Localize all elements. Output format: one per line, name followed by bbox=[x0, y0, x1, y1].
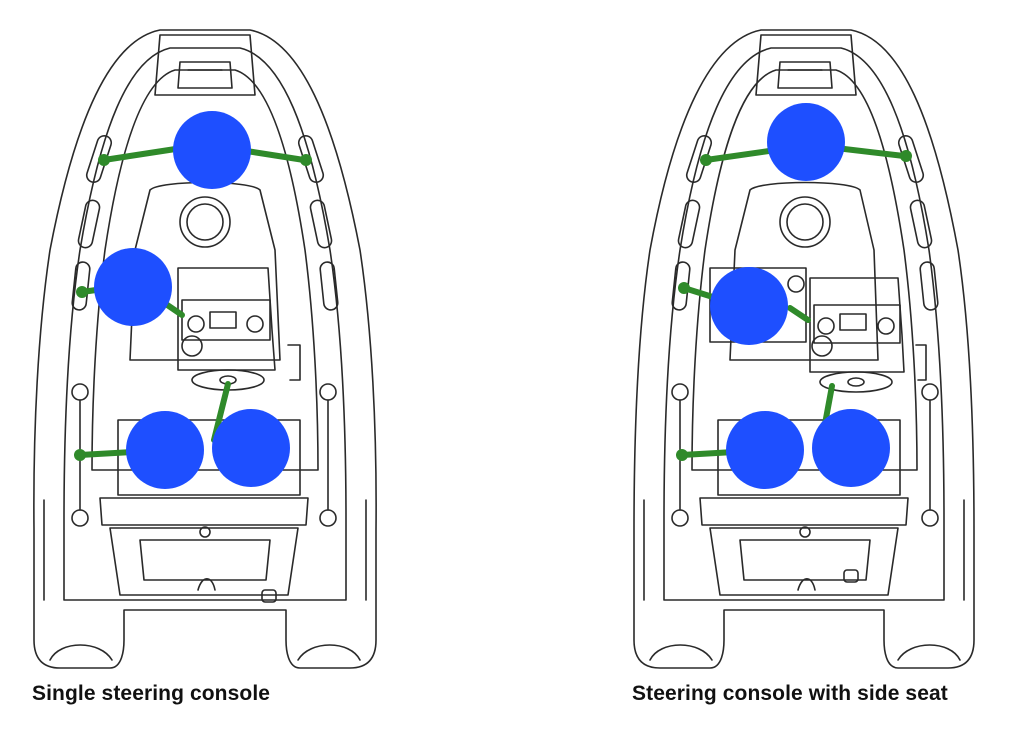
deck-hatch bbox=[179, 196, 231, 248]
restraint-strap bbox=[679, 449, 737, 458]
hull-outer-tube bbox=[33, 29, 377, 669]
steering-wheel bbox=[819, 371, 893, 393]
diagram-console-with-side-seat: Steering console with side seat bbox=[506, 0, 1012, 731]
restraint-strap bbox=[787, 305, 811, 323]
center-walkway bbox=[129, 181, 281, 361]
diagram-single-console: Single steering console bbox=[32, 29, 377, 705]
diagram-caption: Single steering console bbox=[32, 682, 271, 705]
bow-locker bbox=[755, 34, 857, 96]
passenger-marker bbox=[812, 409, 890, 487]
restraint-strap bbox=[101, 145, 185, 163]
diagram-caption: Steering console with side seat bbox=[632, 682, 948, 705]
passenger-marker bbox=[126, 411, 204, 489]
passenger-marker bbox=[710, 267, 788, 345]
steering-console bbox=[809, 277, 905, 373]
passenger-marker bbox=[173, 111, 251, 189]
bow-locker bbox=[154, 34, 256, 96]
hull-outer-tube bbox=[633, 29, 975, 669]
hull-inner-tube bbox=[63, 47, 347, 601]
restraint-strap bbox=[77, 449, 135, 458]
passenger-marker bbox=[94, 248, 172, 326]
passenger-marker bbox=[726, 411, 804, 489]
boat-layout-console-with-side-seat bbox=[633, 29, 975, 669]
restraint-strap bbox=[703, 147, 779, 163]
boat-layout-single-console bbox=[33, 29, 377, 669]
side-seat bbox=[709, 267, 807, 343]
passenger-marker bbox=[212, 409, 290, 487]
deck-hatch bbox=[779, 196, 831, 248]
transom bbox=[699, 497, 909, 526]
transom bbox=[99, 497, 309, 526]
center-walkway bbox=[729, 181, 879, 361]
steering-console bbox=[177, 267, 276, 371]
restraint-strap bbox=[833, 145, 907, 159]
passenger-marker bbox=[767, 103, 845, 181]
